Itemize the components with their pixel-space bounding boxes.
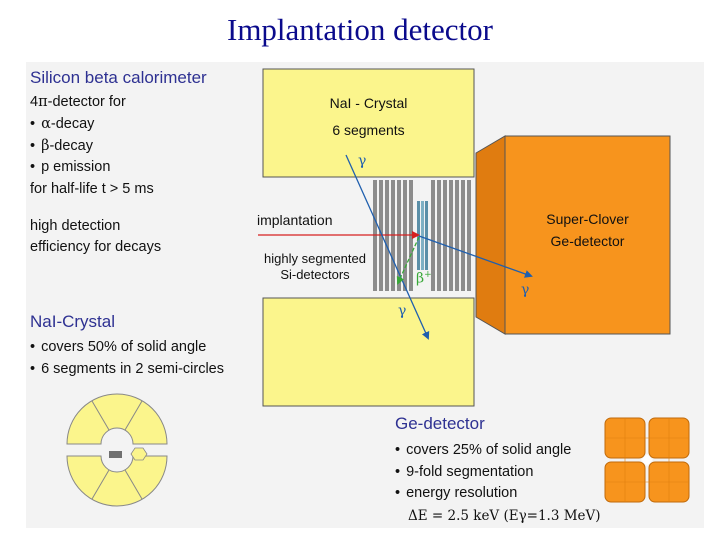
gamma-ray-horizontal <box>418 235 533 278</box>
nai-crystal-label: NaI - Crystal <box>329 95 408 111</box>
gamma-label-top: γ <box>358 153 367 169</box>
gamma-label-right: γ <box>521 282 530 298</box>
ge-resolution: ΔE = 2.5 keV (Eγ=1.3 MeV) <box>408 508 601 524</box>
nai-crystal-lower <box>262 297 475 407</box>
ge-heading: Ge-detector <box>395 414 485 433</box>
decay-item-alpha: α-decay <box>30 114 110 136</box>
clover-ge-label: Ge-detector <box>550 233 625 249</box>
nai-heading: NaI-Crystal <box>30 312 116 331</box>
ge-item: covers 25% of solid angle <box>395 440 571 462</box>
silicon-heading: Silicon beta calorimeter <box>30 68 207 87</box>
decay-item-proton: p emission <box>30 157 110 179</box>
clover-front-face <box>504 135 671 335</box>
beta-track <box>396 236 420 285</box>
clover-side-face <box>475 135 506 335</box>
nai-list: covers 50% of solid angle 6 segments in … <box>30 337 224 380</box>
clover-label: Super-Clover <box>546 211 629 227</box>
nai-segment-ring-icon <box>66 393 168 507</box>
si-detectors-label-2: Si-detectors <box>280 267 350 282</box>
nai-item: covers 50% of solid angle <box>30 337 224 359</box>
gamma-label-bottom: γ <box>398 303 407 319</box>
ge-item: energy resolution <box>395 483 571 505</box>
nai-crystal-upper <box>262 68 475 178</box>
implantation-label: implantation <box>257 212 333 228</box>
decay-item-beta: β-decay <box>30 136 110 158</box>
si-detector-stack-right <box>431 180 471 291</box>
silicon-detector-line: 4π-detector for <box>30 94 126 110</box>
ge-list: covers 25% of solid angle 9-fold segment… <box>395 440 571 505</box>
si-detectors-label-1: highly segmented <box>264 251 366 266</box>
gamma-ray-diagonal <box>345 154 430 340</box>
ge-item: 9-fold segmentation <box>395 462 571 484</box>
beta-plus-label: β+ <box>416 270 432 287</box>
halflife-text: for half-life t > 5 ms <box>30 181 154 197</box>
efficiency-text-2: efficiency for decays <box>30 239 162 255</box>
efficiency-text-1: high detection <box>30 218 121 234</box>
nai-segments-label: 6 segments <box>332 122 405 138</box>
ge-clover-icon <box>604 417 690 503</box>
page-title: Implantation detector <box>227 12 493 47</box>
decay-list: α-decay β-decay p emission <box>30 114 110 179</box>
nai-item: 6 segments in 2 semi-circles <box>30 359 224 381</box>
implantation-stack <box>417 201 428 270</box>
